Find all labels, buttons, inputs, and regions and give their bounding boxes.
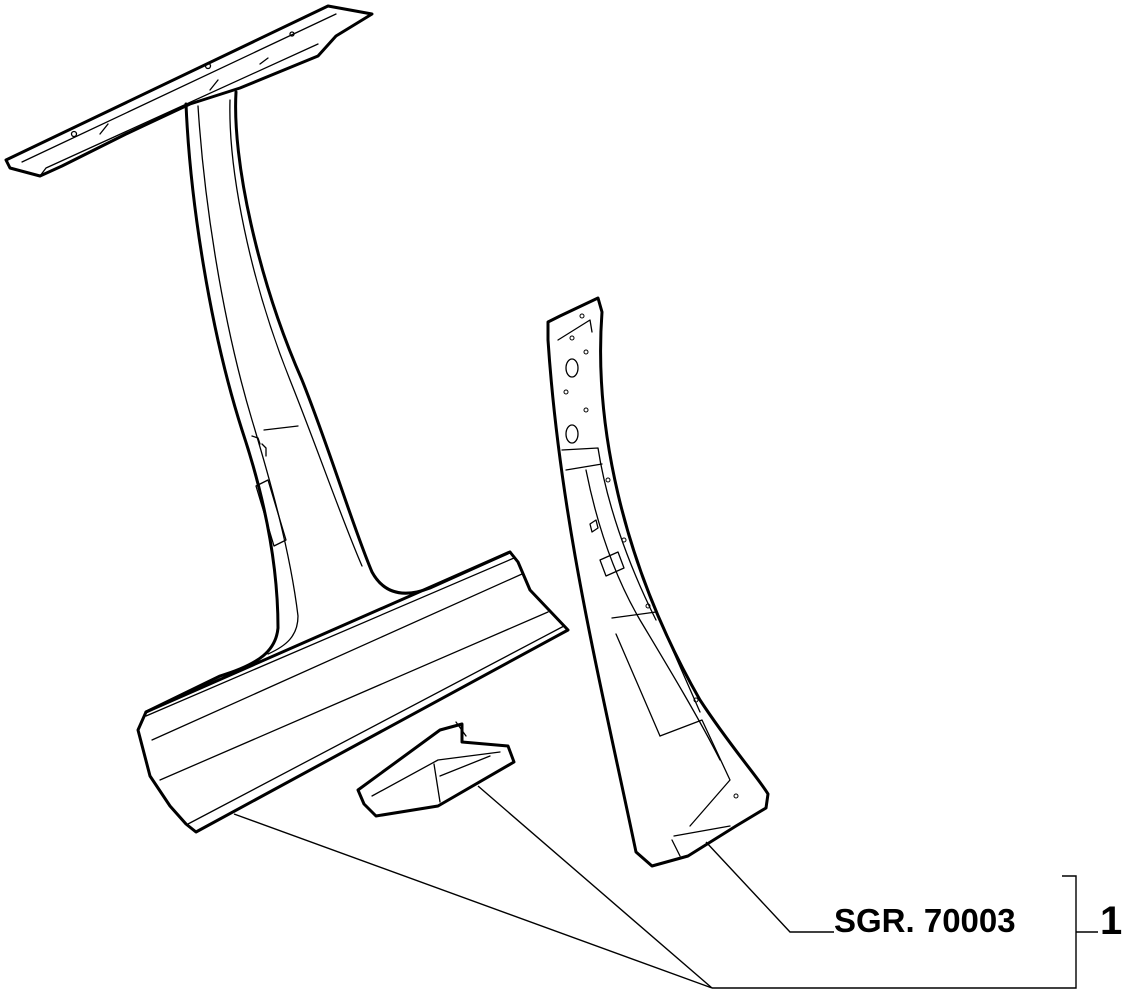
leader-sill: [233, 813, 713, 989]
leader-pillar-inner: [705, 841, 834, 933]
bracket-part: [356, 721, 516, 818]
leader-bracket: [477, 785, 713, 989]
leader-lines: [233, 785, 1098, 989]
pillar-inner-right: [546, 296, 770, 868]
callout-item-number: 1: [1100, 899, 1122, 943]
callout-sgr-label: SGR. 70003: [834, 902, 1016, 939]
pillar-assembly-left: [4, 4, 570, 834]
